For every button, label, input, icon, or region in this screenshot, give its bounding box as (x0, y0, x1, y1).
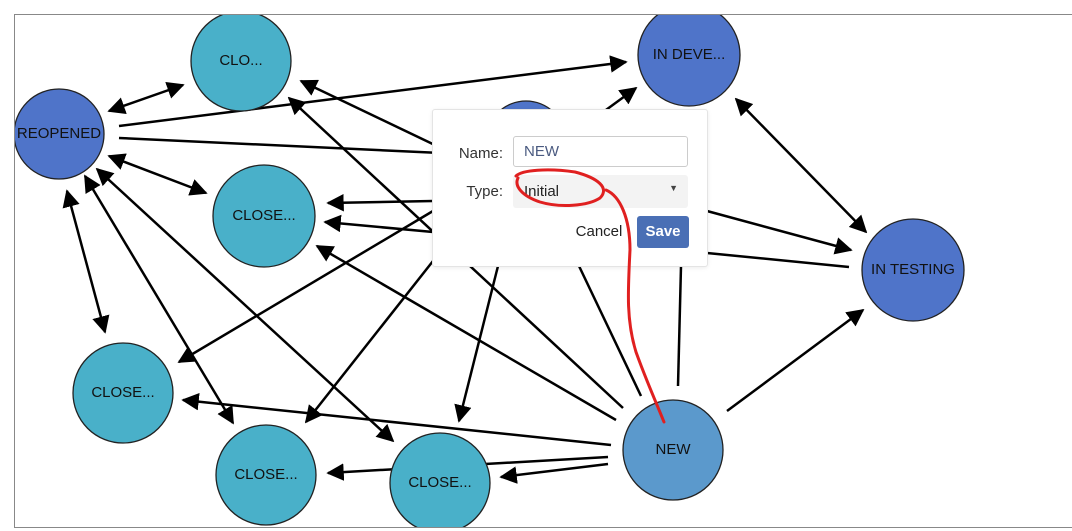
transition-arrow (454, 265, 500, 423)
name-label: Name: (458, 145, 503, 162)
node-circle (389, 432, 491, 527)
status-node-reopened[interactable]: REOPENED (15, 88, 105, 180)
transition-arrow (118, 136, 442, 155)
node-label: IN TESTING (871, 261, 955, 278)
node-label: CLOSE... (408, 474, 471, 491)
edit-status-dialog: Name: Type: Initial ▼ Cancel Save (432, 109, 708, 267)
node-circle (637, 15, 741, 107)
node-circle (72, 342, 174, 444)
node-label: REOPENED (17, 125, 101, 142)
status-node-close1[interactable]: CLOSE... (212, 164, 316, 268)
transition-arrow (499, 462, 609, 484)
status-node-in-testing[interactable]: IN TESTING (861, 218, 965, 322)
caret-down-icon: ▼ (669, 183, 678, 193)
node-label: CLO... (219, 52, 262, 69)
transition-arrow (706, 251, 850, 269)
transition-arrow (181, 392, 612, 447)
transition-arrow (726, 308, 865, 413)
cancel-button[interactable]: Cancel (575, 223, 623, 240)
type-label: Type: (466, 183, 503, 200)
type-selected-value: Initial (524, 183, 560, 200)
status-node-close2[interactable]: CLOSE... (72, 342, 174, 444)
transition-arrow (706, 209, 853, 255)
transition-arrow (62, 189, 110, 334)
node-circle (215, 424, 317, 526)
transition-arrow (177, 209, 434, 364)
node-label: IN DEVE... (653, 46, 726, 63)
node-label: CLOSE... (234, 466, 297, 483)
node-circle (861, 218, 965, 322)
node-label: CLOSE... (232, 207, 295, 224)
transition-arrow (676, 265, 683, 387)
name-input[interactable] (513, 136, 688, 167)
node-circle (190, 15, 292, 112)
status-node-in-dev[interactable]: IN DEVE... (637, 15, 741, 107)
node-label: CLOSE... (91, 384, 154, 401)
save-button[interactable]: Save (637, 216, 689, 248)
type-select[interactable]: Initial ▼ (513, 175, 688, 208)
transition-arrow (107, 81, 185, 115)
diagram-canvas[interactable]: CLO... IN DEVE... REOPENED CLOSE... IN TESTI… (14, 14, 1072, 528)
transition-arrow (304, 260, 434, 424)
node-circle (622, 399, 724, 501)
transition-arrow (299, 79, 440, 149)
transition-arrow (118, 55, 628, 128)
status-nodes: CLO... IN DEVE... REOPENED CLOSE... IN TESTI… (15, 15, 965, 527)
status-node-clo[interactable]: CLO... (190, 15, 292, 112)
workflow-graph[interactable]: CLO... IN DEVE... REOPENED CLOSE... IN TESTI… (15, 15, 1072, 527)
node-circle (212, 164, 316, 268)
node-label: NEW (656, 441, 692, 458)
node-circle (15, 88, 105, 180)
transition-arrow (95, 167, 395, 443)
status-node-close3[interactable]: CLOSE... (215, 424, 317, 526)
transition-arrow (107, 153, 208, 196)
transition-arrow (734, 97, 868, 234)
transition-arrow (315, 244, 617, 422)
status-node-close4[interactable]: CLOSE... (389, 432, 491, 527)
transition-arrow (323, 214, 434, 234)
status-node-new[interactable]: NEW (622, 399, 724, 501)
transition-arrow (326, 193, 434, 212)
